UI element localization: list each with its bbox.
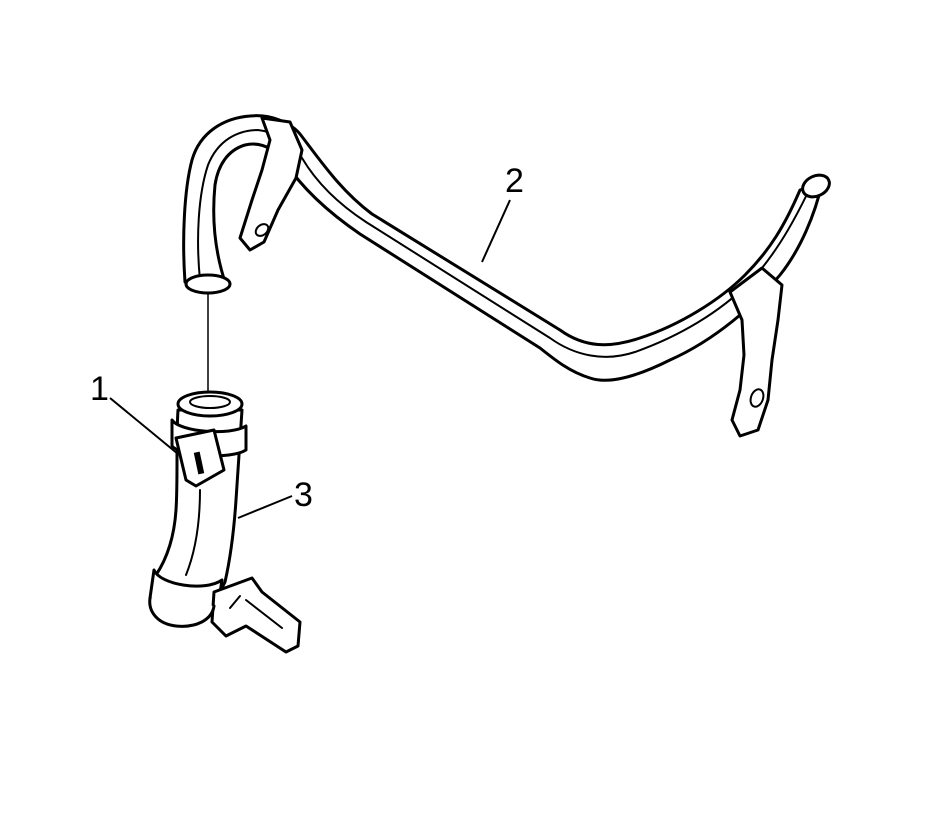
lower-bracket-hole: [749, 388, 765, 408]
callout-1: 1: [90, 370, 179, 455]
callout-1-leader: [109, 397, 179, 455]
heater-hose-top-opening: [189, 395, 231, 409]
callout-2-leader: [481, 199, 511, 263]
heater-hose-shading: [185, 489, 201, 576]
callout-3: 3: [237, 476, 313, 519]
lower-hose-clamp-tab: [210, 576, 302, 654]
callout-2-label: 2: [505, 162, 524, 200]
heater-pipe-lower-bracket: [728, 266, 784, 438]
callout-2: 2: [481, 162, 524, 263]
callout-3-leader: [237, 495, 293, 519]
callout-1-label: 1: [90, 370, 109, 408]
heater-pipe-upper-bracket: [238, 116, 304, 252]
heater-hose: [148, 390, 302, 654]
heater-pipe-left-end: [184, 273, 232, 295]
heater-pipe: [182, 114, 831, 438]
upper-clamp-detail: [193, 451, 205, 475]
lower-clamp-tab-detail: [229, 595, 283, 629]
callout-3-label: 3: [294, 476, 313, 514]
heater-pipe-right-end: [801, 173, 831, 199]
upper-bracket-hole: [254, 223, 270, 237]
lower-hose-end: [148, 596, 216, 628]
